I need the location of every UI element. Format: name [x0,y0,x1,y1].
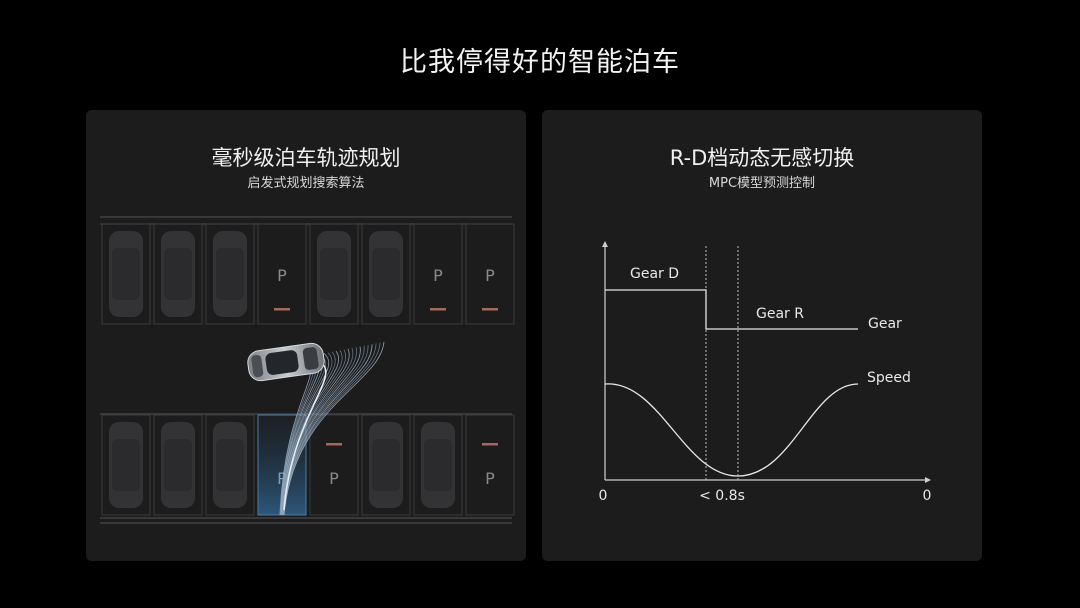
trajectory-line [283,342,381,516]
parking-label: P [485,469,495,488]
bottom-row-slot [205,414,255,516]
parking-lot-diagram: P P P P P P [100,216,515,524]
top-row-slot [153,223,203,325]
top-row-slot [205,223,255,325]
trajectory-line [283,343,377,516]
parking-panel-title: 毫秒级泊车轨迹规划 [211,146,401,170]
trajectory-line [283,344,373,516]
speed-curve [604,383,859,477]
parked-car-roof [372,248,400,300]
parked-car-roof [372,439,400,491]
parking-label: P [277,469,287,488]
x-axis-arrow [925,477,931,483]
bottom-row-slot [309,414,359,516]
bottom-row-slot [153,414,203,516]
parking-label: P [277,266,287,285]
x-tick-switch: < 0.8s [699,488,745,504]
gear-switch-panel: R-D档动态无感切换 MPC模型预测控制 Gear D Gear R Gear … [542,110,982,561]
slot-marker [482,308,498,311]
parking-label: P [329,469,339,488]
parked-car-roof [216,439,244,491]
parked-car-roof [112,439,140,491]
parked-car-roof [112,248,140,300]
gear-panel-subtitle: MPC模型预测控制 [708,176,816,191]
parked-car-roof [216,248,244,300]
slot-marker [430,308,446,311]
bottom-row-slot [465,414,515,516]
parking-label: P [485,266,495,285]
gear-r-label: Gear R [756,306,804,322]
gear-line [605,289,858,330]
top-row-slot [465,223,515,325]
top-row-slot [257,223,307,325]
top-row-slot [361,223,411,325]
bottom-row-slot [413,414,463,516]
ego-vehicle [247,342,325,382]
parking-label: P [433,266,443,285]
parked-car-roof [164,439,192,491]
y-axis-arrow [602,241,608,247]
x-tick-start: 0 [599,488,608,504]
trajectory-line [283,341,385,516]
speed-series-label: Speed [867,370,911,386]
parked-car-roof [320,248,348,300]
bottom-row-slot [101,414,151,516]
slot-marker [482,443,498,446]
gear-speed-diagram: Gear D Gear R Gear Speed 0 < 0.8s 0 [599,241,932,504]
page-title: 比我停得好的智能泊车 [400,47,680,78]
parking-planning-panel: 毫秒级泊车轨迹规划 启发式规划搜索算法 P P P P P P [86,110,526,561]
top-row-slot [309,223,359,325]
x-tick-end: 0 [923,488,932,504]
slot-marker [274,308,290,311]
parking-panel-subtitle: 启发式规划搜索算法 [247,176,365,191]
gear-panel-title: R-D档动态无感切换 [669,146,855,170]
top-row-slot [413,223,463,325]
parked-car-roof [164,248,192,300]
top-row-slot [101,223,151,325]
slot-marker [326,443,342,446]
gear-series-label: Gear [868,316,902,332]
parked-car-roof [424,439,452,491]
trajectory-line [282,345,369,516]
gear-d-label: Gear D [630,266,679,282]
bottom-row-slot [361,414,411,516]
